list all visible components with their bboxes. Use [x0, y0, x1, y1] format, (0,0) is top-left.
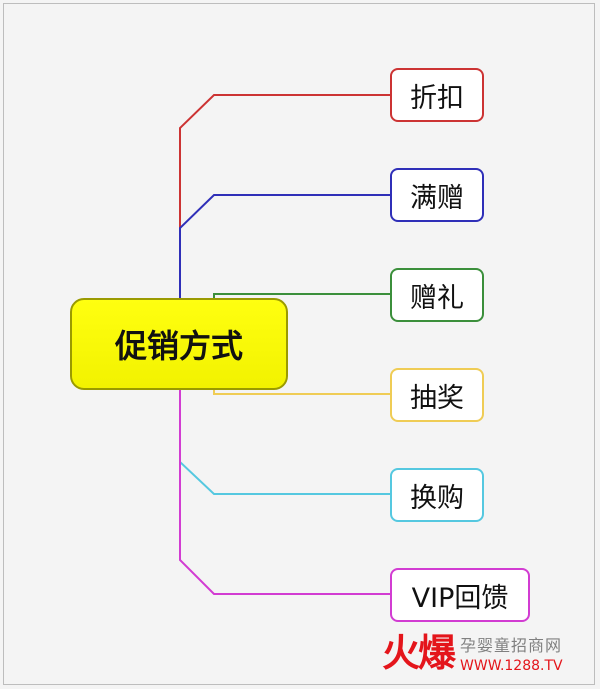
connector-branch-4	[213, 390, 390, 395]
connector-branch-3	[213, 293, 390, 298]
canvas-border	[3, 3, 595, 685]
branch-topic-discount[interactable]: 折扣	[390, 68, 484, 122]
watermark-logo: 火爆	[382, 631, 456, 675]
root-topic[interactable]: 促销方式	[70, 298, 288, 390]
connector-branch-2	[179, 194, 390, 298]
branch-topic-free-gift[interactable]: 赠礼	[390, 268, 484, 322]
connector-branch-6	[179, 390, 390, 595]
branch-topic-lottery[interactable]: 抽奖	[390, 368, 484, 422]
branch-topic-trade-in[interactable]: 换购	[390, 468, 484, 522]
connector-branch-1	[179, 94, 390, 230]
branch-topic-vip-reward[interactable]: VIP回馈	[390, 568, 530, 622]
watermark: 火爆 孕婴童招商网 WWW.1288.TV	[382, 628, 563, 678]
connector-branch-5	[179, 390, 390, 495]
branch-topic-gift-with-purchase[interactable]: 满赠	[390, 168, 484, 222]
watermark-tagline: 孕婴童招商网	[460, 636, 563, 655]
watermark-url: WWW.1288.TV	[460, 658, 563, 674]
